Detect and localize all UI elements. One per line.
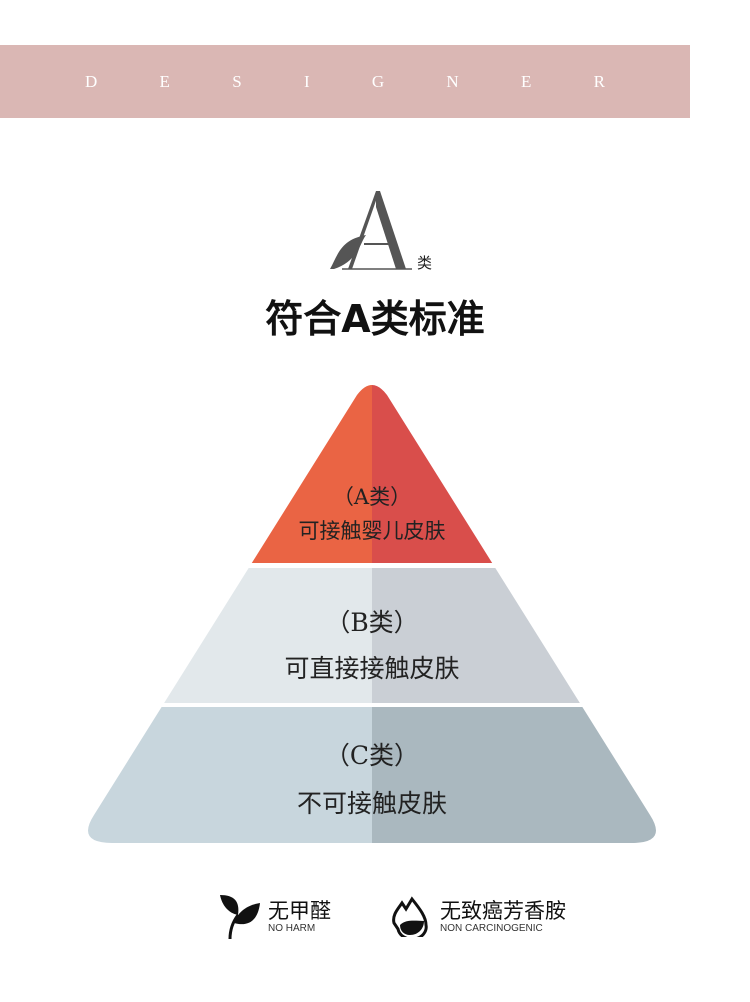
tier-c-desc: 不可接触皮肤	[296, 789, 447, 818]
feature-zh: 无致癌芳香胺	[440, 898, 566, 923]
banner-letter: I	[303, 71, 310, 91]
feature-en: NO HARM	[268, 922, 316, 934]
tier-b-text: （B类） 可直接接触皮肤	[0, 600, 744, 692]
feature-en: NON CARCINOGENIC	[440, 922, 543, 934]
tier-b-desc: 可直接接触皮肤	[284, 654, 460, 683]
drops-icon	[392, 896, 428, 937]
banner-letter: E	[520, 71, 532, 91]
tier-c-text: （C类） 不可接触皮肤	[0, 732, 744, 828]
tier-a-grade: （A类）	[332, 485, 412, 509]
tier-b-grade: （B类）	[325, 608, 419, 637]
banner-letter: R	[593, 71, 605, 91]
feature-no-formaldehyde: 无甲醛 NO HARM	[218, 893, 331, 939]
leaf-icon	[220, 895, 260, 939]
tier-a-text: （A类） 可接触婴儿皮肤	[0, 480, 744, 548]
tier-a-desc: 可接触婴儿皮肤	[298, 519, 446, 543]
banner-letter: N	[446, 71, 459, 91]
tier-c-grade: （C类）	[324, 741, 420, 770]
page-title: 符合A类标准	[265, 297, 485, 341]
feature-zh: 无甲醛	[268, 898, 331, 923]
banner-letter: G	[371, 71, 385, 91]
designer-banner: D E S I G N E R	[0, 45, 690, 118]
banner-letter: S	[232, 71, 242, 91]
a-grade-logo	[330, 191, 412, 270]
banner-letter: E	[159, 71, 170, 91]
feature-no-carcinogenic: 无致癌芳香胺 NON CARCINOGENIC	[390, 895, 566, 937]
logo-suffix: 类	[417, 254, 433, 272]
banner-letter: D	[85, 71, 98, 91]
